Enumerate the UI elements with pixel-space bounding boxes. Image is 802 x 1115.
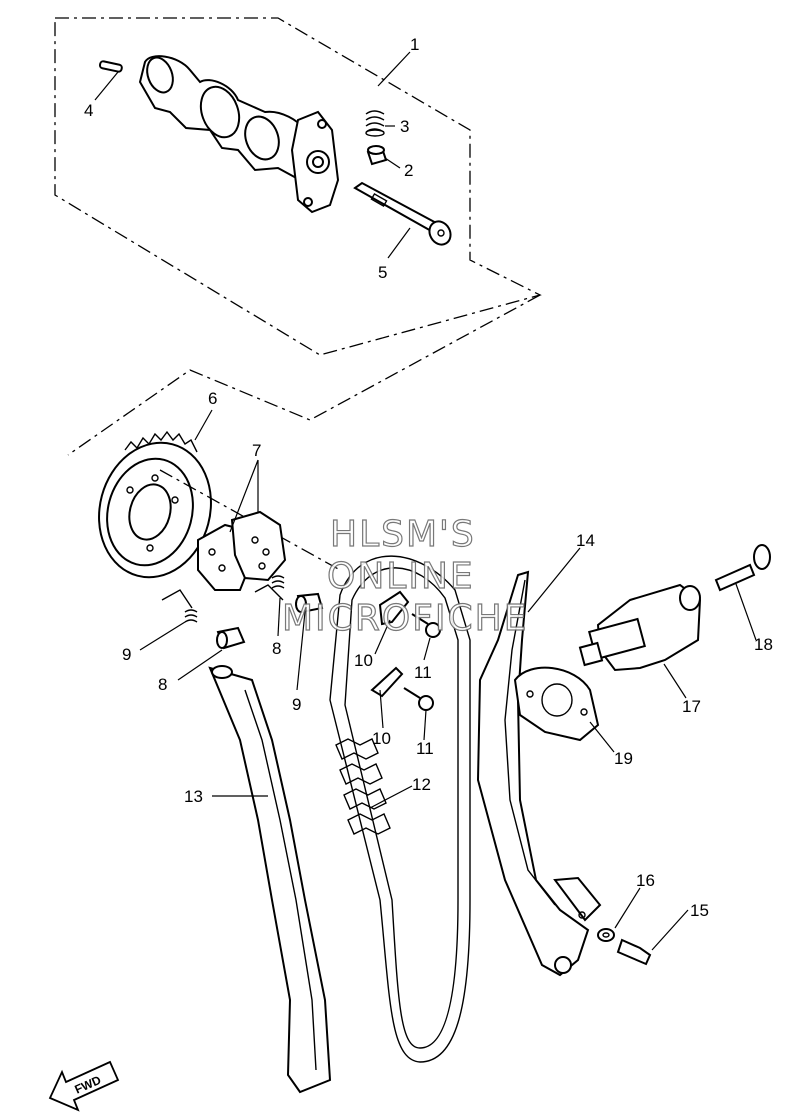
chain-guide-exhaust xyxy=(208,665,332,1094)
washer xyxy=(597,928,615,942)
callout-9-right: 9 xyxy=(292,695,301,714)
callout-3: 3 xyxy=(400,117,409,136)
spring-left xyxy=(184,609,198,623)
guide-bolt xyxy=(616,938,652,966)
callout-19: 19 xyxy=(614,749,633,768)
callout-13: 13 xyxy=(184,787,203,806)
callout-15: 15 xyxy=(690,901,709,920)
callout-10-lower: 10 xyxy=(372,729,391,748)
chain-guide-stopper xyxy=(370,666,404,698)
cam-chain-loop xyxy=(329,555,471,1063)
cam-sprocket xyxy=(98,430,212,579)
decompression-shaft xyxy=(353,181,452,246)
callout-17: 17 xyxy=(682,697,701,716)
cam-chain-links xyxy=(335,738,391,835)
callout-16: 16 xyxy=(636,871,655,890)
callout-6: 6 xyxy=(208,389,217,408)
callout-18: 18 xyxy=(754,635,773,654)
callout-4: 4 xyxy=(84,101,93,120)
dowel-pin xyxy=(98,60,123,73)
tensioner-cap-bolt xyxy=(714,544,771,592)
watermark-line-1: HLSM'S xyxy=(330,514,476,555)
callout-1: 1 xyxy=(410,35,419,54)
watermark-line-3: MICROFICHE xyxy=(282,598,528,639)
chain-tensioner-guide xyxy=(476,570,602,977)
pin-left xyxy=(216,626,246,650)
tensioner-gasket xyxy=(513,666,600,742)
bolt-upper xyxy=(411,613,441,638)
pin-right xyxy=(295,592,324,614)
callout-14: 14 xyxy=(576,531,595,550)
callout-9-left: 9 xyxy=(122,645,131,664)
plunger xyxy=(366,145,388,166)
callout-11-upper: 11 xyxy=(414,663,432,682)
callout-10-upper: 10 xyxy=(354,651,373,670)
camshaft xyxy=(138,55,340,214)
leader-lines xyxy=(94,51,757,951)
watermark: HLSM'S ONLINE MICROFICHE xyxy=(281,513,528,639)
callout-5: 5 xyxy=(378,263,387,282)
spring-right xyxy=(271,575,285,589)
callout-8-right: 8 xyxy=(272,639,281,658)
decompressor-plates xyxy=(197,510,287,591)
callout-7: 7 xyxy=(252,441,261,460)
callout-2: 2 xyxy=(404,161,413,180)
cam-chain-tensioner xyxy=(578,583,702,672)
assembly-1-boundary xyxy=(54,17,542,356)
spring xyxy=(365,110,385,137)
callout-11-lower: 11 xyxy=(416,739,434,758)
forward-direction-arrow: FWD xyxy=(48,1060,120,1112)
assembly-6-boundary xyxy=(67,294,541,456)
cam-chain-loop-inner xyxy=(344,567,459,1049)
spring-brackets xyxy=(161,584,284,609)
callout-8-left: 8 xyxy=(158,675,167,694)
watermark-line-2: ONLINE xyxy=(327,556,475,597)
chain-guide-upper xyxy=(378,590,410,626)
bolt-lower xyxy=(403,687,434,711)
callout-12: 12 xyxy=(412,775,431,794)
